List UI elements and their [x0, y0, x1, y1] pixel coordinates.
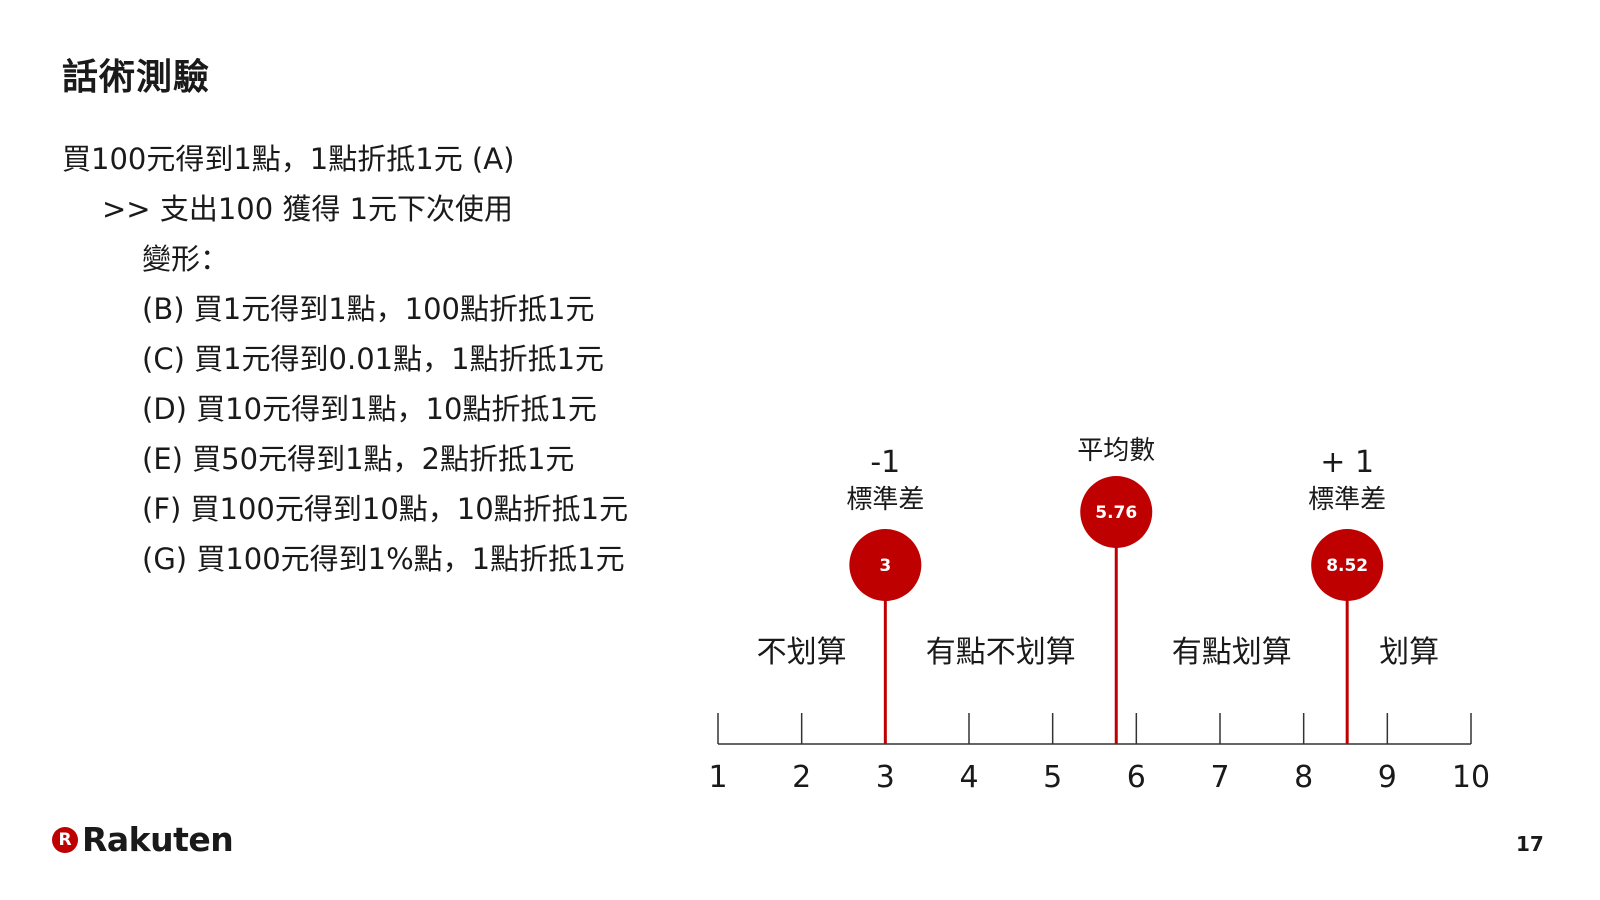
marker-caption-top: -1: [870, 445, 900, 480]
option-e: (E) 買50元得到1點，2點折抵1元: [142, 442, 575, 476]
variant-label: 變形：: [142, 242, 230, 276]
tick-label: 10: [1452, 760, 1490, 795]
marker-circle: [1311, 529, 1384, 601]
zone-label: 有點划算: [1172, 635, 1292, 670]
zone-label: 不划算: [757, 635, 847, 670]
tick-label: 2: [792, 760, 811, 795]
intro-subtext: >> 支出100 獲得 1元下次使用: [102, 192, 514, 226]
tick-label: 8: [1294, 760, 1313, 795]
tick-label: 7: [1210, 760, 1229, 795]
marker-circle: [1080, 476, 1153, 548]
tick-label: 1: [708, 760, 727, 795]
option-b: (B) 買1元得到1點，100點折抵1元: [142, 292, 595, 326]
marker-circle: [849, 529, 922, 601]
tick-label: 6: [1127, 760, 1146, 795]
zone-label: 有點不划算: [926, 635, 1076, 670]
slide-title: 話術測驗: [62, 57, 211, 98]
logo-wordmark: Rakuten: [82, 820, 234, 859]
page-number: 17: [1516, 832, 1544, 856]
marker-caption-bottom: 標準差: [846, 485, 924, 515]
marker-value-label: 3: [879, 556, 891, 576]
option-g: (G) 買100元得到1%點，1點折抵1元: [142, 542, 625, 576]
zone-label: 划算: [1379, 635, 1439, 670]
option-f: (F) 買100元得到10點，10點折抵1元: [142, 492, 629, 526]
rakuten-r-icon: R: [52, 826, 78, 853]
tick-label: 4: [959, 760, 978, 795]
rakuten-logo: R Rakuten: [52, 820, 234, 859]
tick-label: 5: [1043, 760, 1062, 795]
option-c: (C) 買1元得到0.01點，1點折抵1元: [142, 342, 605, 376]
tick-label: 3: [876, 760, 895, 795]
option-d: (D) 買10元得到1點，10點折抵1元: [142, 392, 597, 426]
marker-value-label: 5.76: [1095, 503, 1137, 523]
marker-value-label: 8.52: [1326, 556, 1368, 576]
marker-caption-bottom: 標準差: [1308, 485, 1386, 515]
marker-caption-bottom: 平均數: [1077, 436, 1155, 466]
tick-label: 9: [1378, 760, 1397, 795]
marker-caption-top: + 1: [1320, 445, 1374, 480]
intro-text: 買100元得到1點，1點折抵1元 (A): [62, 142, 515, 176]
